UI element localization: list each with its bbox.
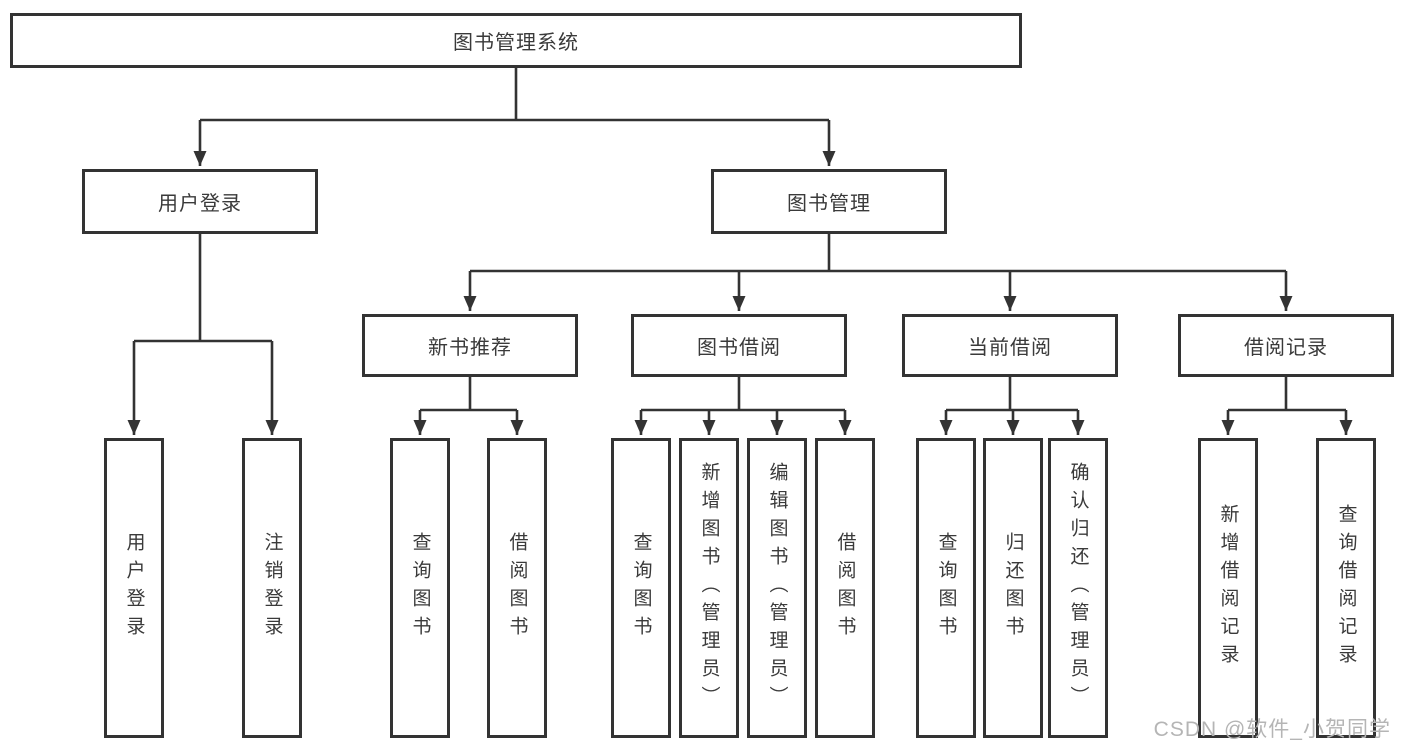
node-book-borrow: 图书借阅 (631, 314, 847, 377)
leaf-query-borrow-record: 查询借阅记录 (1316, 438, 1376, 738)
leaf-borrow-books-1: 借阅图书 (487, 438, 547, 738)
node-user-login-label: 用户登录 (158, 193, 242, 215)
leaf-add-book-admin-label: 新增图书（管理员） (698, 462, 720, 714)
leaf-user-login-label: 用户登录 (123, 532, 145, 644)
leaf-user-login: 用户登录 (104, 438, 164, 738)
node-current-borrow-label: 当前借阅 (968, 337, 1052, 359)
leaf-return-books-label: 归还图书 (1002, 532, 1024, 644)
leaf-query-books-3: 查询图书 (916, 438, 976, 738)
leaf-query-books-2-label: 查询图书 (630, 532, 652, 644)
node-new-book-recommend: 新书推荐 (362, 314, 578, 377)
csdn-watermark: CSDN @软件_小贺同学 (1153, 718, 1391, 741)
node-borrow-record-label: 借阅记录 (1244, 337, 1328, 359)
leaf-confirm-return-admin-label: 确认归还（管理员） (1067, 462, 1089, 714)
leaf-query-books-1: 查询图书 (390, 438, 450, 738)
node-book-borrow-label: 图书借阅 (697, 337, 781, 359)
leaf-edit-book-admin: 编辑图书（管理员） (747, 438, 807, 738)
leaf-borrow-books-2: 借阅图书 (815, 438, 875, 738)
node-new-book-recommend-label: 新书推荐 (428, 337, 512, 359)
node-borrow-record: 借阅记录 (1178, 314, 1394, 377)
node-library-system: 图书管理系统 (10, 13, 1022, 68)
leaf-add-borrow-record: 新增借阅记录 (1198, 438, 1258, 738)
leaf-logout: 注销登录 (242, 438, 302, 738)
leaf-query-books-1-label: 查询图书 (409, 532, 431, 644)
leaf-add-book-admin: 新增图书（管理员） (679, 438, 739, 738)
leaf-query-borrow-record-label: 查询借阅记录 (1335, 504, 1357, 672)
node-library-system-label: 图书管理系统 (453, 32, 579, 54)
node-book-management-label: 图书管理 (787, 193, 871, 215)
node-current-borrow: 当前借阅 (902, 314, 1118, 377)
leaf-confirm-return-admin: 确认归还（管理员） (1048, 438, 1108, 738)
leaf-query-books-3-label: 查询图书 (935, 532, 957, 644)
leaf-query-books-2: 查询图书 (611, 438, 671, 738)
node-user-login: 用户登录 (82, 169, 318, 234)
leaf-logout-label: 注销登录 (261, 532, 283, 644)
leaf-borrow-books-2-label: 借阅图书 (834, 532, 856, 644)
leaf-borrow-books-1-label: 借阅图书 (506, 532, 528, 644)
leaf-return-books: 归还图书 (983, 438, 1043, 738)
node-book-management: 图书管理 (711, 169, 947, 234)
leaf-edit-book-admin-label: 编辑图书（管理员） (766, 462, 788, 714)
leaf-add-borrow-record-label: 新增借阅记录 (1217, 504, 1239, 672)
